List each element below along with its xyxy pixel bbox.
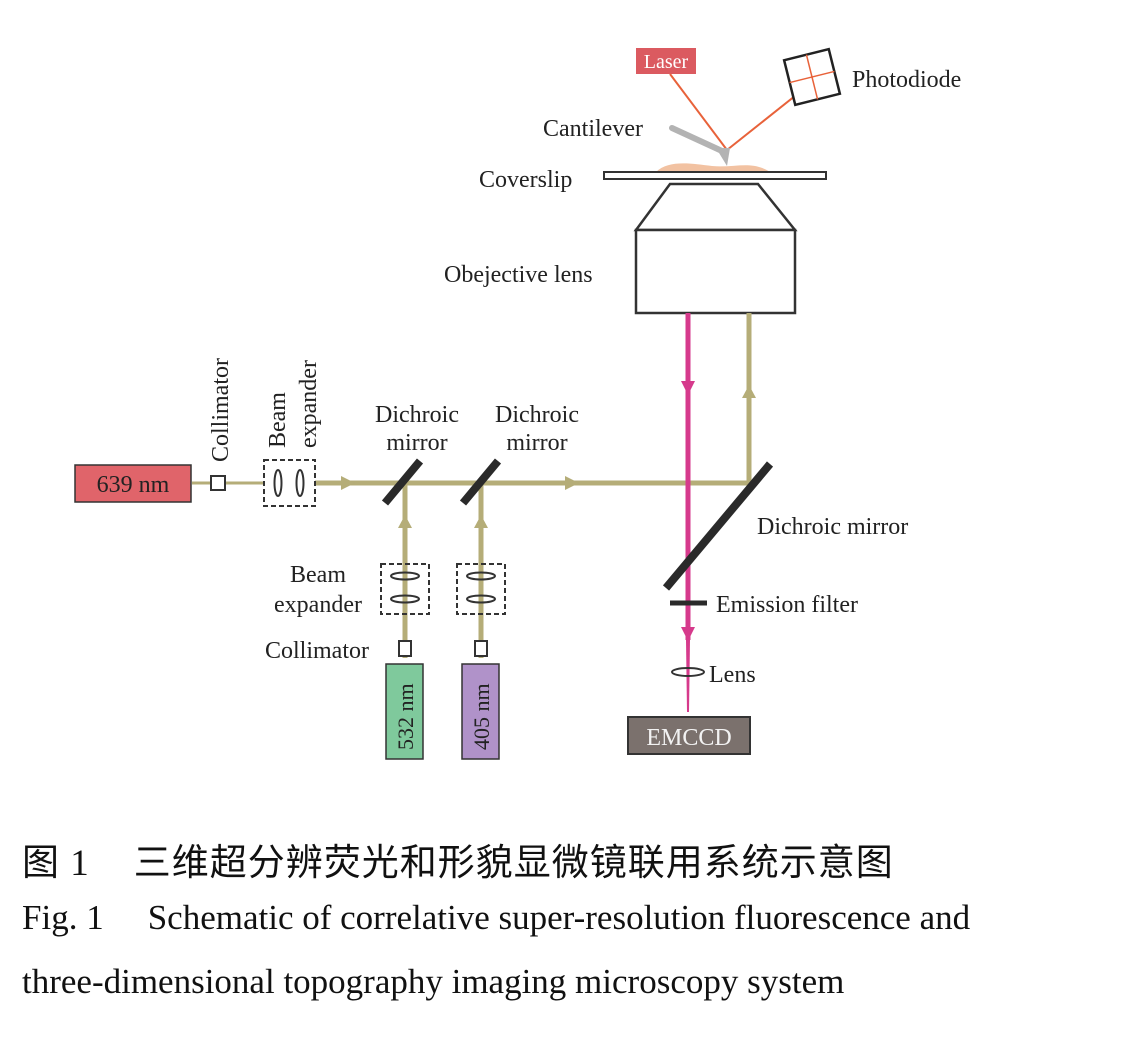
cantilever-label: Cantilever <box>543 116 643 142</box>
collimator-bottom-label: Collimator <box>265 638 369 664</box>
figure-caption-english-line2: three-dimensional topography imaging mic… <box>22 962 844 1002</box>
dichroic-2-label-line2: mirror <box>506 430 567 456</box>
laser-639-label: 639 nm <box>97 472 170 498</box>
beam-expander-405 <box>456 563 506 615</box>
cantilever <box>669 125 730 166</box>
microscope-system-diagram: Laser Photodiode Cantilever Coverslip Ob… <box>74 47 961 760</box>
dichroic-2-label-line1: Dichroic <box>495 402 579 428</box>
beam-arrow <box>341 476 355 490</box>
beam-expander-bottom-label-2: expander <box>274 592 362 618</box>
tube-lens <box>671 667 705 677</box>
laser-639-source: 639 nm <box>74 464 192 503</box>
collimator-532 <box>398 640 412 657</box>
coverslip-label: Coverslip <box>479 167 572 193</box>
figure-caption-chinese: 图 1 三维超分辨荧光和形貌显微镜联用系统示意图 <box>22 832 894 886</box>
caption-en-text-1: Schematic of correlative super-resolutio… <box>147 898 971 937</box>
laser-405-label: 405 nm <box>469 683 494 750</box>
figure-caption-english-line1: Fig. 1 Schematic of correlative super-res… <box>22 898 970 938</box>
laser-405-source: 405 nm <box>461 663 500 760</box>
beam-expander-532 <box>380 563 430 615</box>
beam-arrow <box>398 515 412 528</box>
objective-lens <box>633 182 798 315</box>
caption-cn-number: 图 1 <box>22 843 90 884</box>
afm-laser-box <box>636 48 696 74</box>
dichroic-1-label-line1: Dichroic <box>375 402 459 428</box>
dichroic-mirror-2 <box>459 458 502 506</box>
beam-arrow <box>474 515 488 528</box>
laser-532-label: 532 nm <box>393 683 418 750</box>
photodiode-detector <box>782 47 842 107</box>
emccd-camera: EMCCD <box>627 716 751 755</box>
dichroic-mirror-1 <box>381 458 424 506</box>
beam-expander-639 <box>263 459 316 507</box>
laser-532-source: 532 nm <box>385 663 424 760</box>
caption-cn-text: 三维超分辨荧光和形貌显微镜联用系统示意图 <box>133 843 894 884</box>
emccd-label: EMCCD <box>646 725 731 751</box>
excitation-beam-path <box>192 313 756 658</box>
caption-en-number: Fig. 1 <box>22 898 104 937</box>
afm-laser-block: Laser <box>636 48 696 74</box>
dichroic-mirror-main <box>662 461 774 591</box>
collimator-405 <box>474 640 488 657</box>
beam-arrow <box>565 476 579 490</box>
sample <box>656 163 770 172</box>
beam-arrow <box>681 627 695 641</box>
beam-expander-bottom-label-1: Beam <box>290 562 346 588</box>
beam-expander-top-label-1: Beam <box>265 392 291 448</box>
beam-arrow <box>681 381 695 395</box>
beam-arrow <box>742 385 756 398</box>
afm-incident-beam <box>669 73 728 151</box>
afm-laser-label: Laser <box>644 51 689 73</box>
photodiode-label: Photodiode <box>852 67 961 93</box>
lens-label: Lens <box>709 662 756 688</box>
emission-filter-label: Emission filter <box>716 592 858 618</box>
objective-label: Obejective lens <box>444 262 593 288</box>
coverslip <box>603 171 827 180</box>
caption-en-text-2: three-dimensional topography imaging mic… <box>22 962 845 1001</box>
emission-beam-path <box>681 313 695 712</box>
collimator-639 <box>210 475 226 491</box>
dichroic-1-label-line2: mirror <box>386 430 447 456</box>
beam-expander-top-label-2: expander <box>296 360 322 448</box>
collimator-top-label: Collimator <box>208 358 234 462</box>
dichroic-main-label: Dichroic mirror <box>757 514 908 540</box>
